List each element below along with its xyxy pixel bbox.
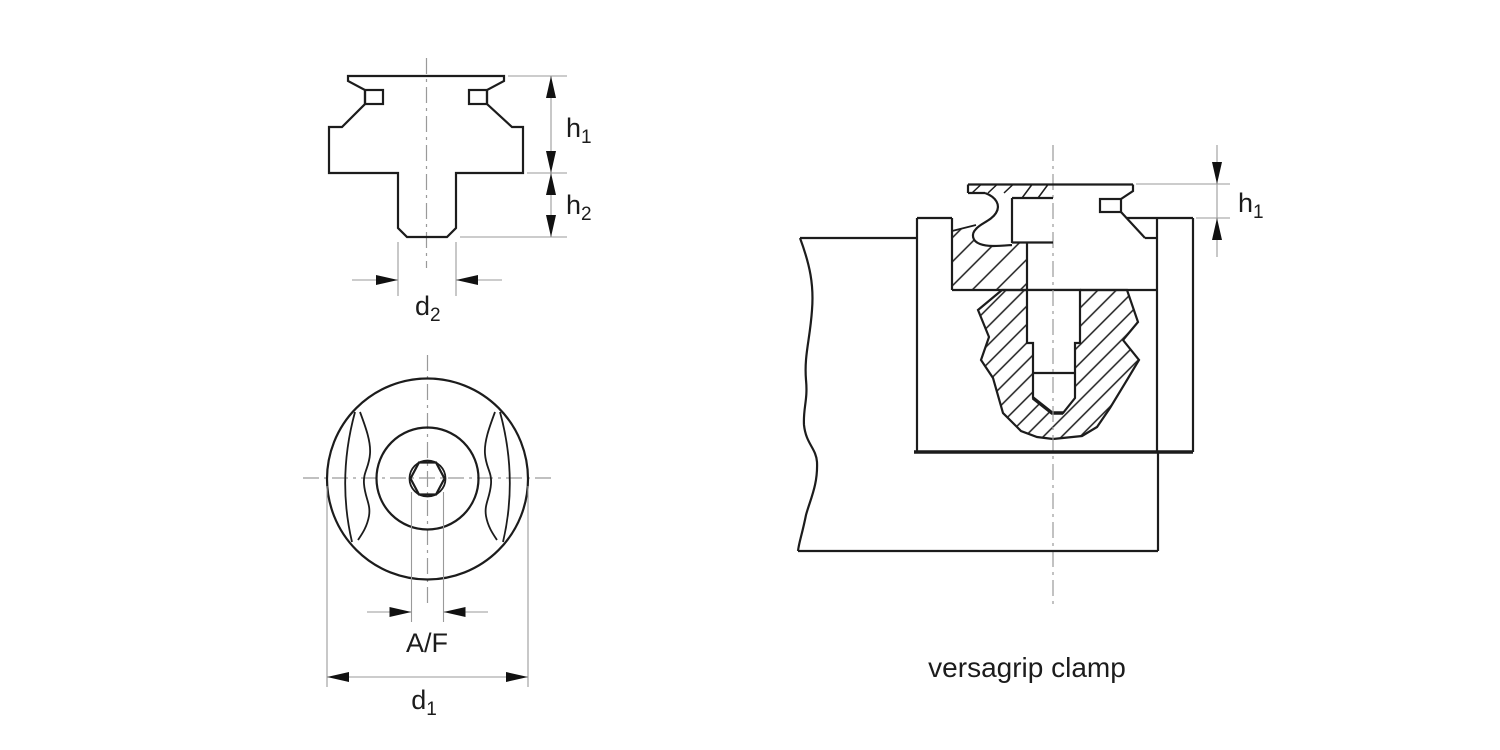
arrowhead-left (327, 672, 349, 682)
break-line-edge (796, 237, 819, 552)
dimension-d1: d1 (326, 486, 529, 720)
arrowhead-down (546, 151, 556, 173)
dimension-d2: d2 (352, 242, 502, 326)
dim-label-d2: d2 (415, 291, 441, 326)
dimension-h1-h2: h1 h2 (460, 75, 592, 238)
dimension-af: A/F (367, 492, 488, 658)
dim-label-d1: d1 (411, 685, 437, 720)
right-groove-notch (1098, 197, 1123, 214)
clamp-body-section-hatch (952, 225, 1027, 290)
dim-label-h1: h1 (566, 113, 592, 148)
screw-tip-chamfer (1031, 396, 1063, 415)
dimension-h1-section: h1 (1136, 145, 1264, 257)
arrowhead-up (546, 76, 556, 98)
grip-wave-right (483, 411, 498, 541)
workpiece (796, 236, 1160, 553)
grip-wave-left (357, 411, 372, 541)
grip-arc-right (499, 411, 511, 543)
hex-socket (409, 461, 446, 496)
grip-lip-curve (971, 191, 1013, 248)
right-groove-notch (467, 88, 489, 106)
dim-label-h2: h2 (566, 190, 592, 225)
arrowhead-right (376, 275, 398, 285)
dim-label-af: A/F (406, 628, 448, 658)
side-elevation-view: h1 h2 d2 (327, 58, 592, 326)
body-slope-right (1120, 211, 1146, 239)
left-groove-notch (363, 88, 385, 106)
arrowhead-right (506, 672, 528, 682)
body-cone-edge (951, 224, 977, 232)
arrowhead-up (546, 173, 556, 195)
arrowhead-right (389, 607, 412, 617)
clamp-head (951, 183, 1146, 290)
arrowhead-up (1212, 218, 1222, 240)
arrowhead-down (546, 215, 556, 237)
flange-right-edge (1120, 184, 1135, 200)
outer-diameter-circle (325, 377, 530, 581)
grip-arc-left (344, 411, 356, 543)
section-view: h1 versagrip clamp (796, 145, 1264, 683)
plan-view: A/F d1 (303, 355, 552, 720)
arrowhead-left (456, 275, 478, 285)
view-caption: versagrip clamp (928, 652, 1126, 683)
flange-hatch-lines (971, 183, 1049, 199)
arrowhead-left (443, 607, 466, 617)
dim-label-h1: h1 (1238, 188, 1264, 223)
inner-boss-circle (375, 426, 480, 531)
arrowhead-down (1212, 162, 1222, 184)
